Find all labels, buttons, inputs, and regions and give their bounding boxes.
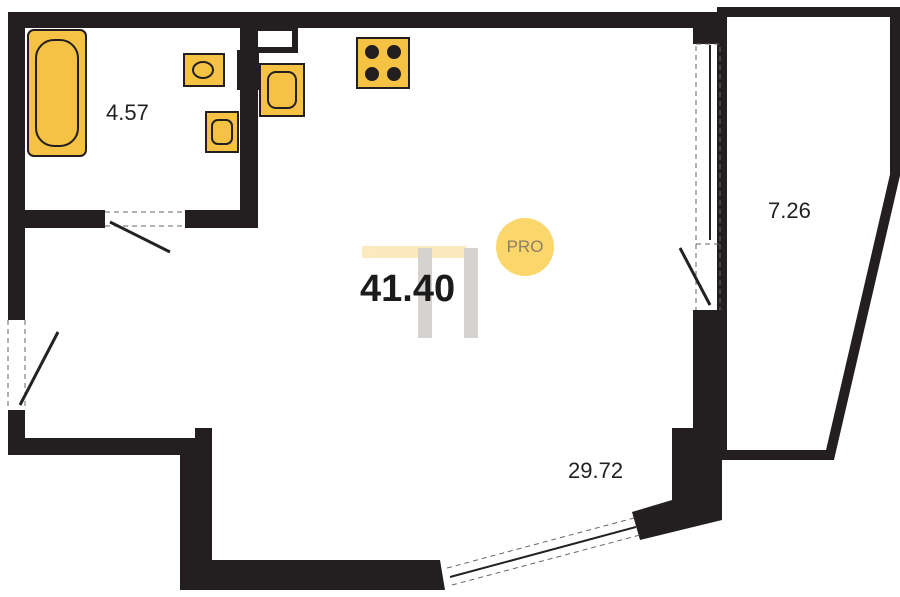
fixtures	[27, 29, 410, 157]
bathroom-area: 4.57	[106, 100, 149, 125]
total-area: 41.40	[360, 268, 456, 310]
balcony-outline	[717, 7, 900, 460]
bathtub-icon	[27, 29, 87, 157]
pro-badge: PRO	[496, 218, 554, 276]
watermark-logo	[362, 246, 478, 338]
toilet-icon	[183, 53, 225, 87]
living-room-area: 29.72	[568, 458, 624, 483]
sink-icon	[205, 111, 239, 153]
stove-icon	[356, 37, 410, 89]
doors	[18, 45, 712, 578]
balcony-area: 7.26	[768, 198, 811, 223]
